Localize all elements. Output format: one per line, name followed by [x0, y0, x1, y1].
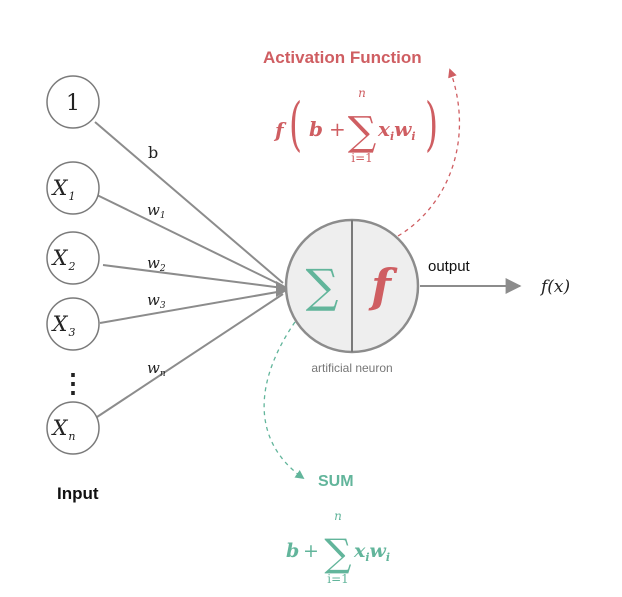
w3-label: w3: [147, 291, 166, 311]
connection-x1: [96, 194, 284, 287]
activation-formula: f ( b + n ∑ i=1 xiwi ): [273, 86, 438, 165]
activation-formula-b: b: [309, 117, 323, 141]
bias-node: [46, 75, 100, 129]
xn-node-label: Xn: [50, 416, 75, 443]
w2-label: w2: [147, 254, 166, 274]
activation-formula-close-paren: ): [425, 91, 438, 158]
sum-title: SUM: [318, 473, 354, 490]
x1-node: [46, 161, 100, 215]
output-result: f(x): [539, 277, 570, 297]
x1-node-label: X1: [51, 176, 76, 203]
w1-label: w1: [147, 201, 166, 221]
x2-node-label: X2: [51, 246, 76, 273]
sum-formula-sigma: ∑: [324, 531, 351, 575]
neuron-caption: artificial neuron: [311, 361, 392, 375]
sum-symbol: ∑: [306, 259, 339, 313]
sum-formula-b: b: [286, 540, 299, 562]
activation-formula-sigma: ∑: [348, 109, 377, 155]
input-nodes: [46, 75, 100, 455]
sum-formula-term: xiwi: [353, 540, 390, 564]
sum-formula-lower: i=1: [327, 572, 349, 586]
artificial-neuron: ∑ f: [284, 218, 420, 354]
input-arrowhead: [276, 281, 290, 297]
activation-formula-lower: i=1: [351, 151, 373, 165]
activation-formula-term: xiwi: [377, 117, 416, 143]
activation-title: Activation Function: [263, 48, 422, 67]
connection-x3: [99, 290, 284, 324]
sum-formula-upper: n: [334, 509, 342, 523]
input-connections: [94, 121, 284, 418]
activation-formula-plus: +: [329, 117, 346, 141]
input-ellipsis: ⋮: [60, 369, 86, 399]
activation-formula-upper: n: [358, 86, 366, 100]
xn-node: [46, 401, 100, 455]
bias-node-label: 1: [66, 91, 80, 116]
output-label: output: [428, 258, 471, 275]
sum-formula: b + n ∑ i=1 xiwi: [286, 509, 390, 586]
activation-dashed-arrow: [397, 68, 461, 237]
connection-xn: [96, 293, 284, 418]
input-label: Input: [57, 484, 99, 503]
activation-formula-f: f: [273, 118, 287, 142]
x2-node: [46, 231, 100, 285]
sum-dashed-arrow: [263, 321, 305, 480]
x3-node-label: X3: [51, 312, 76, 339]
wn-label: wn: [147, 359, 166, 379]
bias-weight-label: b: [148, 143, 158, 162]
connection-x2: [102, 264, 284, 289]
sum-formula-plus: +: [303, 540, 319, 562]
connection-bias: [94, 121, 284, 284]
x3-node: [46, 297, 100, 351]
activation-formula-open-paren: (: [289, 91, 302, 158]
